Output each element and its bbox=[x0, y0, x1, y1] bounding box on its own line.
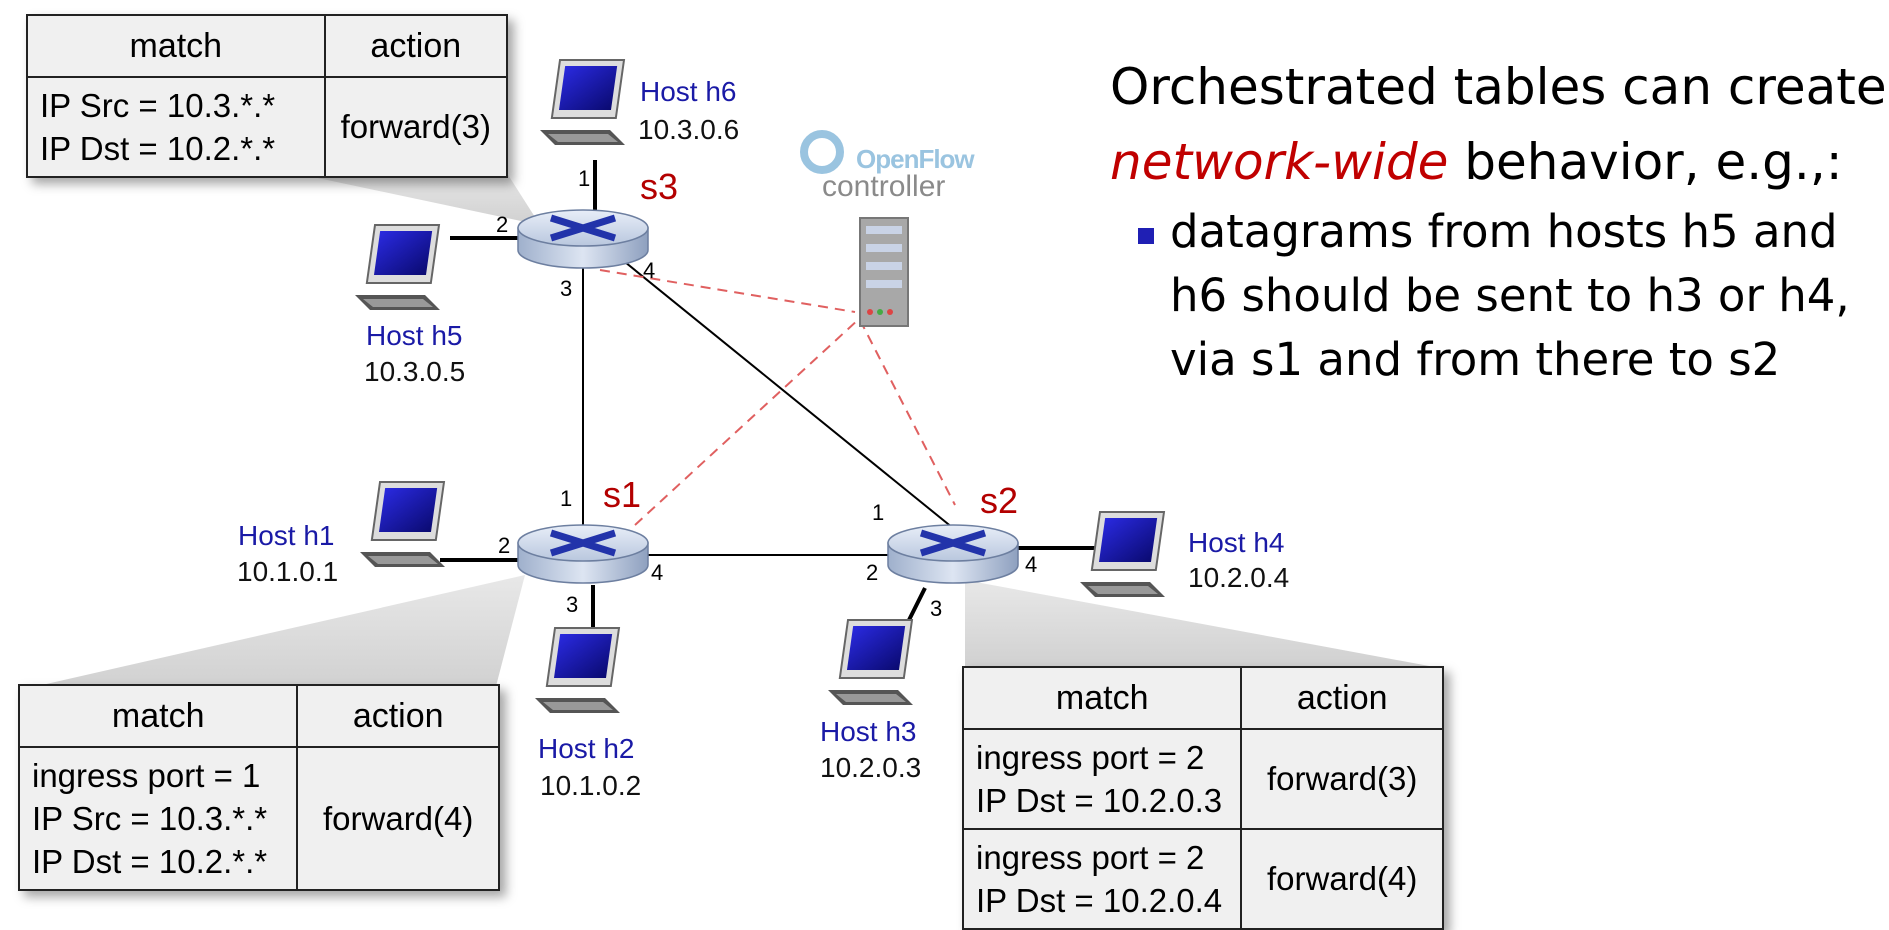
host-h2-ip: 10.1.0.2 bbox=[540, 770, 642, 801]
action-header: action bbox=[296, 684, 500, 748]
match-line: IP Dst = 10.2.0.3 bbox=[976, 782, 1223, 819]
table-row: ingress port = 1 IP Src = 10.3.*.* IP Ds… bbox=[17, 746, 500, 891]
bullet-text: datagrams from hosts h5 and h6 should be… bbox=[1170, 200, 1850, 392]
match-line: ingress port = 1 bbox=[32, 757, 261, 794]
port-label: 4 bbox=[643, 258, 656, 283]
data-links bbox=[582, 257, 954, 556]
action-cell: forward(3) bbox=[1240, 728, 1444, 830]
s2-table-callout bbox=[965, 580, 1440, 668]
match-line: IP Dst = 10.2.*.* bbox=[32, 843, 268, 880]
bullet-line-2: h6 should be sent to h3 or h4, bbox=[1170, 269, 1850, 322]
host-h5-ip: 10.3.0.5 bbox=[364, 356, 466, 387]
network-diagram bbox=[20, 59, 1440, 713]
headline-line-1: Orchestrated tables can create bbox=[1110, 58, 1887, 116]
bullet-line-3: via s1 and from there to s2 bbox=[1170, 333, 1781, 386]
switch-s2-icon bbox=[887, 524, 1019, 584]
port-label: 3 bbox=[560, 276, 573, 301]
port-label: 1 bbox=[578, 166, 591, 191]
action-header: action bbox=[1240, 666, 1444, 730]
match-header: match bbox=[961, 666, 1243, 730]
table-row: ingress port = 2 IP Dst = 10.2.0.3 forwa… bbox=[961, 728, 1444, 830]
match-cell: ingress port = 2 IP Dst = 10.2.0.4 bbox=[961, 828, 1243, 930]
host-h2-name: Host h2 bbox=[538, 733, 635, 764]
port-label: 4 bbox=[1025, 552, 1038, 577]
port-label: 3 bbox=[930, 596, 943, 621]
bullet-square-icon bbox=[1138, 228, 1154, 244]
host-h1-ip: 10.1.0.1 bbox=[237, 556, 339, 587]
control-links bbox=[599, 269, 956, 526]
host-h5-computer-icon bbox=[355, 224, 441, 310]
bullet-line-1: datagrams from hosts h5 and bbox=[1170, 205, 1838, 258]
openflow-logo-text: OpenFlow bbox=[856, 144, 975, 174]
port-label: 1 bbox=[872, 500, 885, 525]
match-line: ingress port = 2 bbox=[976, 839, 1205, 876]
port-label: 2 bbox=[498, 533, 511, 558]
flow-table-s2: match action ingress port = 2 IP Dst = 1… bbox=[961, 666, 1444, 930]
host-h4-computer-icon bbox=[1080, 511, 1166, 597]
headline: Orchestrated tables can create network-w… bbox=[1110, 50, 1887, 200]
controller-server-icon bbox=[859, 217, 909, 327]
match-line: IP Src = 10.3.*.* bbox=[40, 87, 276, 124]
host-h3-ip: 10.2.0.3 bbox=[820, 752, 922, 783]
match-line: IP Src = 10.3.*.* bbox=[32, 800, 268, 837]
port-label: 4 bbox=[651, 560, 664, 585]
match-line: ingress port = 2 bbox=[976, 739, 1205, 776]
host-h3-name: Host h3 bbox=[820, 716, 917, 747]
s1-table-callout bbox=[20, 575, 525, 690]
headline-line-2: network-wide behavior, e.g.,: bbox=[1110, 125, 1887, 200]
action-header: action bbox=[323, 14, 509, 78]
host-h1-computer-icon bbox=[360, 481, 446, 567]
table-header-row: match action bbox=[17, 684, 500, 748]
host-h4-name: Host h4 bbox=[1188, 527, 1285, 558]
table-row: ingress port = 2 IP Dst = 10.2.0.4 forwa… bbox=[961, 828, 1444, 930]
action-cell: forward(4) bbox=[296, 746, 500, 891]
host-h6-computer-icon bbox=[540, 59, 626, 145]
host-h5-name: Host h5 bbox=[366, 320, 463, 351]
host-h6-name: Host h6 bbox=[640, 76, 737, 107]
match-header: match bbox=[26, 14, 326, 78]
openflow-logo-icon bbox=[800, 130, 844, 174]
match-cell: IP Src = 10.3.*.* IP Dst = 10.2.*.* bbox=[26, 76, 326, 178]
table-header-row: match action bbox=[26, 14, 509, 78]
match-header: match bbox=[17, 684, 299, 748]
match-line: IP Dst = 10.2.0.4 bbox=[976, 882, 1223, 919]
flow-table-s3: match action IP Src = 10.3.*.* IP Dst = … bbox=[26, 14, 509, 178]
controller-label: controller bbox=[822, 170, 946, 203]
switch-s3-label: s3 bbox=[640, 166, 679, 207]
host-h2-computer-icon bbox=[535, 627, 621, 713]
switch-s1-label: s1 bbox=[603, 474, 642, 515]
match-cell: ingress port = 2 IP Dst = 10.2.0.3 bbox=[961, 728, 1243, 830]
network-wide-emphasis: network-wide bbox=[1110, 133, 1449, 191]
table-header-row: match action bbox=[961, 666, 1444, 730]
table-row: IP Src = 10.3.*.* IP Dst = 10.2.*.* forw… bbox=[26, 76, 509, 178]
switch-s1-icon bbox=[517, 524, 649, 584]
match-cell: ingress port = 1 IP Src = 10.3.*.* IP Ds… bbox=[17, 746, 299, 891]
action-cell: forward(4) bbox=[1240, 828, 1444, 930]
match-line: IP Dst = 10.2.*.* bbox=[40, 130, 276, 167]
flow-table-s1: match action ingress port = 1 IP Src = 1… bbox=[17, 684, 500, 891]
host-h4-ip: 10.2.0.4 bbox=[1188, 562, 1290, 593]
s3-table-callout bbox=[280, 170, 540, 225]
host-h1-name: Host h1 bbox=[238, 520, 335, 551]
switch-s3-icon bbox=[517, 209, 649, 269]
port-label: 2 bbox=[866, 560, 879, 585]
host-h3-computer-icon bbox=[828, 619, 914, 705]
action-cell: forward(3) bbox=[323, 76, 509, 178]
port-label: 1 bbox=[560, 486, 573, 511]
host-h6-ip: 10.3.0.6 bbox=[638, 114, 740, 145]
switch-s2-label: s2 bbox=[980, 480, 1019, 521]
headline-line-2-rest: behavior, e.g.,: bbox=[1448, 133, 1843, 191]
port-label: 3 bbox=[566, 592, 579, 617]
port-label: 2 bbox=[496, 212, 509, 237]
